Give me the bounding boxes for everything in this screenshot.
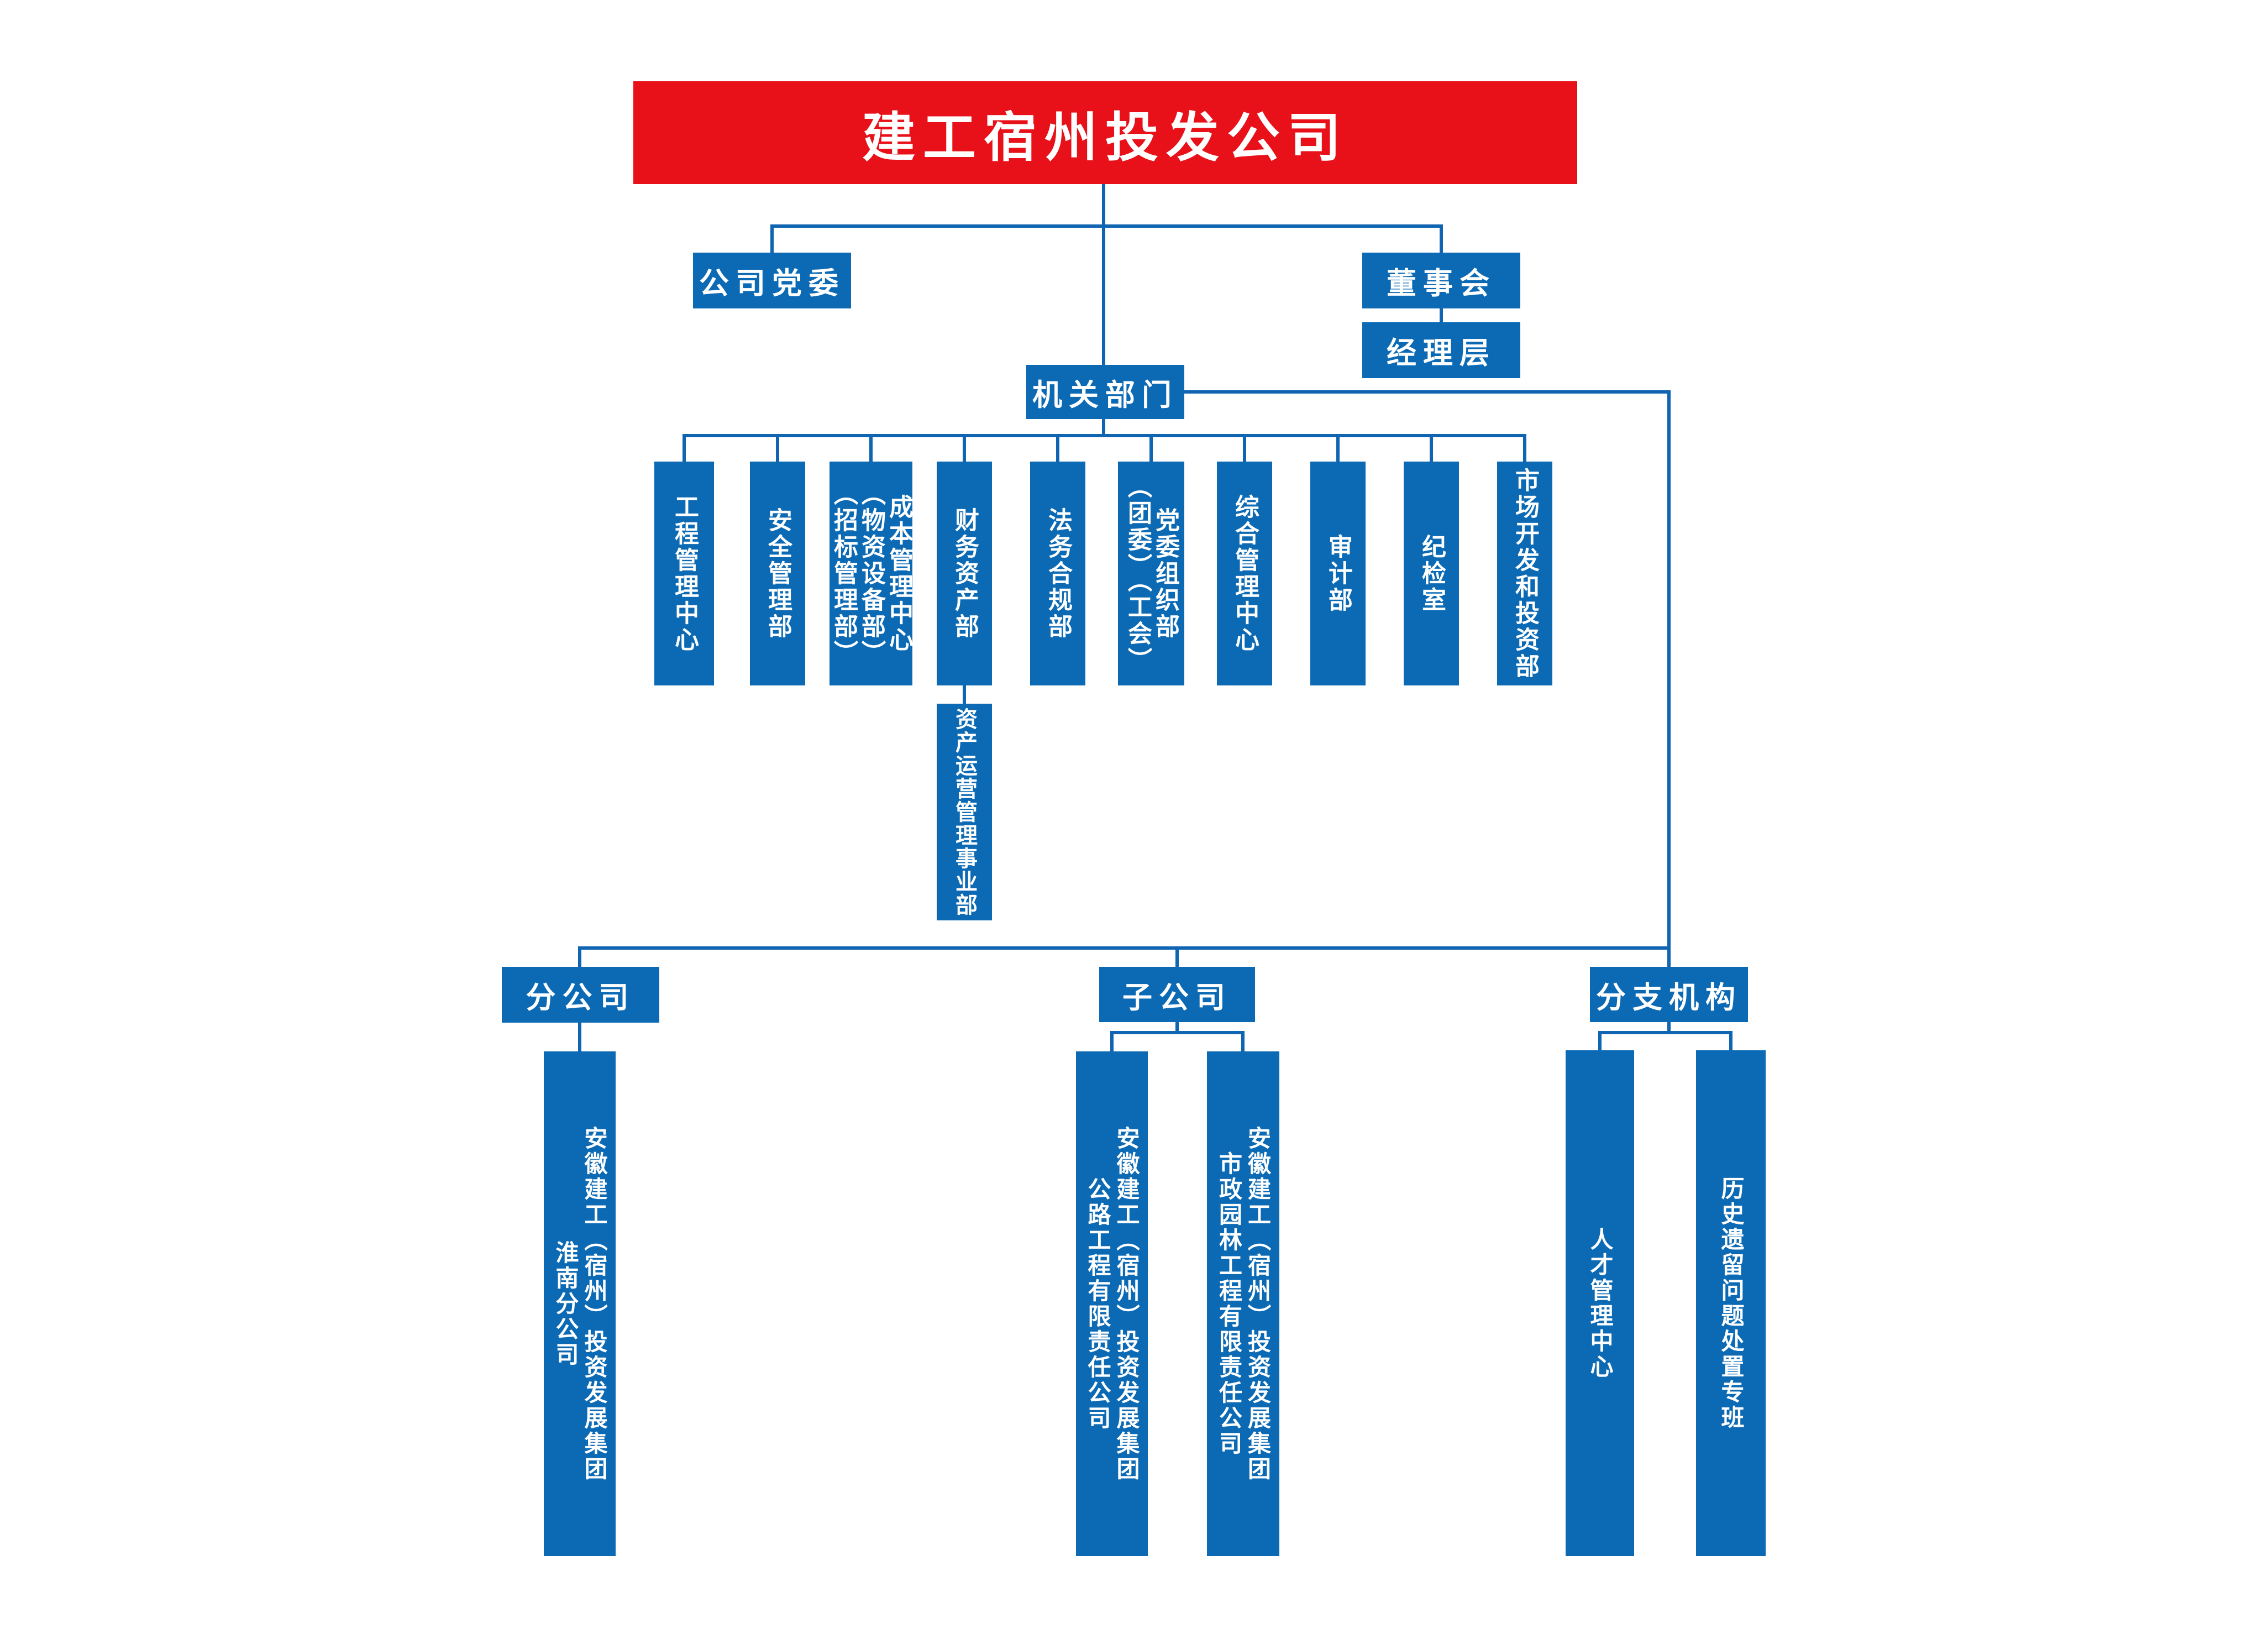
connector-subsidiary-child-b (1241, 1031, 1245, 1052)
connector-branch-drop (578, 946, 581, 967)
node-affiliate-legacy-issues-taskforce-label: 历史遗留问题处置专班 (1718, 1176, 1744, 1431)
node-dept-safety-mgmt: 安全管理部 (750, 462, 805, 685)
connector-dept-distribution (683, 434, 1526, 437)
node-subsidiary-group-label: 子公司 (1122, 981, 1232, 1014)
node-hq-departments: 机关部门 (1026, 365, 1184, 419)
connector-center-vertical (1102, 184, 1105, 366)
node-board-label: 董事会 (1387, 267, 1496, 300)
node-management-label: 经理层 (1387, 337, 1496, 370)
connector-dept-drop-6 (1149, 436, 1153, 462)
node-board: 董事会 (1362, 253, 1520, 308)
node-dept-finance-assets-label: 财务资产部 (951, 507, 978, 640)
node-subsidiary-municipal-garden-company: 安徽建工（宿州）投资发展集团 市政园林工程有限责任公司 (1207, 1051, 1279, 1556)
connector-subsidiary-child-a (1110, 1031, 1114, 1052)
node-subsidiary-municipal-garden-company-label: 安徽建工（宿州）投资发展集团 市政园林工程有限责任公司 (1216, 1125, 1271, 1482)
connector-right-feed-vertical (1667, 390, 1671, 970)
connector-top-split (770, 224, 1443, 228)
node-subsidiary-highway-company-label: 安徽建工（宿州）投资发展集团 公路工程有限责任公司 (1085, 1125, 1140, 1482)
node-dept-engineering-mgmt-center: 工程管理中心 (654, 462, 714, 685)
connector-affiliate-child-a (1598, 1031, 1602, 1051)
node-asset-operation-division: 资产运营管理事业部 (937, 704, 992, 920)
node-dept-discipline-inspection-label: 纪检室 (1418, 533, 1445, 614)
connector-board-management (1440, 308, 1443, 324)
node-dept-engineering-mgmt-center-label: 工程管理中心 (671, 494, 698, 653)
node-dept-cost-mgmt-center: 成本管理中心 （物资设备部） （招标管理部） (830, 462, 912, 685)
node-dept-finance-assets: 财务资产部 (937, 462, 992, 685)
connector-bottom-distribution (578, 946, 1671, 950)
node-dept-party-organization: 党委组织部 （团委）（工会） (1118, 462, 1184, 685)
connector-subsidiary-drop (1175, 946, 1179, 967)
node-dept-general-mgmt-center: 综合管理中心 (1217, 462, 1272, 685)
node-party-committee: 公司党委 (693, 253, 851, 308)
node-dept-audit-label: 审计部 (1325, 533, 1352, 614)
connector-dept-drop-4 (963, 436, 966, 462)
connector-dept-drop-3 (869, 436, 873, 462)
node-branch-huainan-company: 安徽建工（宿州）投资发展集团 淮南分公司 (544, 1051, 616, 1556)
connector-affiliate-elbow (1598, 1031, 1733, 1034)
connector-dept-drop-9 (1430, 436, 1433, 462)
node-dept-safety-mgmt-label: 安全管理部 (764, 507, 791, 640)
node-affiliates-group: 分支机构 (1590, 967, 1748, 1022)
connector-dept-drop-10 (1523, 436, 1526, 462)
company-title-banner: 建工宿州投发公司 (633, 81, 1577, 184)
node-branch-huainan-company-label: 安徽建工（宿州）投资发展集团 淮南分公司 (553, 1125, 607, 1482)
node-hq-departments-label: 机关部门 (1032, 378, 1178, 412)
connector-hq-stem (1102, 419, 1105, 437)
node-asset-operation-division-label: 资产运营管理事业部 (952, 708, 977, 917)
node-dept-party-organization-label: 党委组织部 （团委）（工会） (1124, 473, 1179, 674)
connector-subsidiary-stem (1175, 1022, 1179, 1034)
node-management: 经理层 (1362, 322, 1520, 378)
node-dept-general-mgmt-center-label: 综合管理中心 (1231, 494, 1258, 653)
connector-affiliate-stem (1667, 1022, 1671, 1034)
connector-dept-drop-5 (1056, 436, 1059, 462)
node-subsidiary-group: 子公司 (1099, 967, 1255, 1022)
node-affiliate-talent-mgmt-center: 人才管理中心 (1566, 1050, 1634, 1556)
connector-dept-drop-8 (1336, 436, 1340, 462)
node-dept-market-dev-investment: 市场开发和投资部 (1497, 462, 1552, 685)
connector-affiliate-child-b (1729, 1031, 1733, 1051)
node-affiliate-legacy-issues-taskforce: 历史遗留问题处置专班 (1696, 1050, 1766, 1556)
connector-dept-drop-2 (776, 436, 779, 462)
node-branch-group: 分公司 (502, 967, 659, 1023)
connector-party-drop (770, 224, 774, 253)
company-title: 建工宿州投发公司 (862, 108, 1348, 167)
node-subsidiary-highway-company: 安徽建工（宿州）投资发展集团 公路工程有限责任公司 (1076, 1051, 1148, 1556)
node-dept-legal-compliance-label: 法务合规部 (1044, 507, 1072, 640)
node-branch-group-label: 分公司 (526, 981, 636, 1014)
node-dept-audit: 审计部 (1310, 462, 1366, 685)
node-dept-legal-compliance: 法务合规部 (1030, 462, 1085, 685)
node-party-committee-label: 公司党委 (699, 267, 845, 300)
node-dept-discipline-inspection: 纪检室 (1404, 462, 1459, 685)
connector-board-drop (1440, 224, 1443, 253)
node-affiliate-talent-mgmt-center-label: 人才管理中心 (1587, 1227, 1613, 1380)
connector-subsidiary-elbow (1110, 1031, 1245, 1034)
connector-asset-division (963, 685, 966, 704)
connector-dept-drop-7 (1243, 436, 1246, 462)
node-dept-market-dev-investment-label: 市场开发和投资部 (1511, 467, 1539, 680)
connector-branch-child (578, 1023, 581, 1052)
connector-right-feed-horizontal (1184, 390, 1671, 394)
node-affiliates-group-label: 分支机构 (1596, 981, 1742, 1014)
connector-dept-drop-1 (683, 436, 686, 462)
node-dept-cost-mgmt-center-label: 成本管理中心 （物资设备部） （招标管理部） (830, 480, 912, 667)
